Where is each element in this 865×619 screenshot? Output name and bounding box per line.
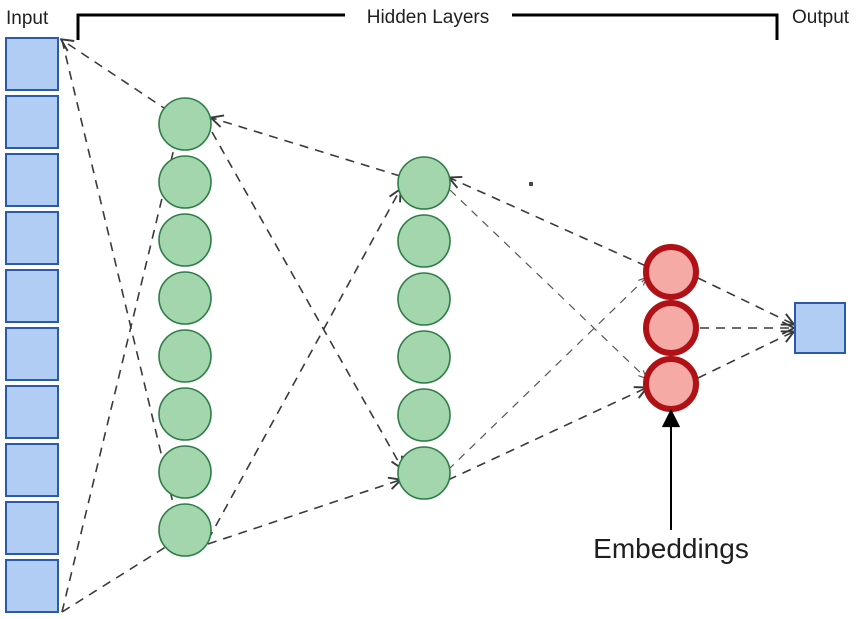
hidden-layers-bracket <box>76 13 779 40</box>
edge-hidden2-5-embed-2 <box>447 388 646 481</box>
input-node[interactable] <box>5 37 59 91</box>
edge-embed-2-output <box>697 332 793 379</box>
input-node[interactable] <box>5 95 59 149</box>
edges-hidden1-to-hidden2 <box>207 118 402 545</box>
edge-hidden1-7-hidden2-0 <box>207 190 400 541</box>
hidden-node[interactable] <box>158 329 212 383</box>
hidden-layers-label: Hidden Layers <box>367 7 490 28</box>
edge-embed-0-output <box>697 277 793 324</box>
input-layer <box>5 37 59 613</box>
input-node[interactable] <box>5 559 59 613</box>
embedding-layer <box>643 244 699 412</box>
edge-hidden2-0-embed-2 <box>449 189 646 378</box>
edges-embeddings-to-output <box>697 277 793 379</box>
edge-hidden2-5-embed-0 <box>447 278 646 471</box>
edge-hidden1-7-hidden2-5 <box>207 480 400 545</box>
hidden-layer-2 <box>397 156 451 500</box>
output-node[interactable] <box>794 302 846 354</box>
hidden-node[interactable] <box>158 387 212 441</box>
hidden-node[interactable] <box>158 97 212 151</box>
edges-hidden2-to-embeddings <box>447 178 647 481</box>
embedding-node[interactable] <box>643 300 699 356</box>
hidden-layer-1 <box>158 97 212 557</box>
bracket-right-segment <box>512 13 779 40</box>
edge-hidden1-0-hidden2-5 <box>211 131 402 468</box>
hidden-node[interactable] <box>158 445 212 499</box>
input-node[interactable] <box>5 327 59 381</box>
hidden-node[interactable] <box>397 214 451 268</box>
edge-input9-hidden1-7 <box>61 538 180 613</box>
hidden-node[interactable] <box>158 271 212 325</box>
hidden-node[interactable] <box>158 503 212 557</box>
input-node[interactable] <box>5 501 59 555</box>
embedding-node[interactable] <box>643 356 699 412</box>
input-node[interactable] <box>5 153 59 207</box>
hidden-node[interactable] <box>158 213 212 267</box>
edge-input0-hidden1-7 <box>61 39 178 524</box>
hidden-node[interactable] <box>397 446 451 500</box>
input-layer-label: Input <box>6 8 49 29</box>
input-node[interactable] <box>5 269 59 323</box>
embedding-node[interactable] <box>643 244 699 300</box>
embeddings-callout-label: Embeddings <box>593 533 749 564</box>
bracket-left-segment <box>76 13 345 40</box>
input-node[interactable] <box>5 385 59 439</box>
edge-hidden2-0-embed-0 <box>450 178 647 267</box>
hidden-node[interactable] <box>158 155 212 209</box>
stray-mark <box>529 182 533 186</box>
edge-hidden1-0-hidden2-0 <box>212 118 401 177</box>
hidden-node[interactable] <box>397 388 451 442</box>
output-layer <box>794 302 846 354</box>
hidden-node[interactable] <box>397 156 451 210</box>
edge-input0-hidden1-0 <box>62 40 183 121</box>
hidden-node[interactable] <box>397 272 451 326</box>
embeddings-callout: Embeddings <box>593 408 749 564</box>
input-node[interactable] <box>5 443 59 497</box>
hidden-node[interactable] <box>397 330 451 384</box>
edge-input9-hidden1-0 <box>61 132 178 613</box>
input-node[interactable] <box>5 211 59 265</box>
output-layer-label: Output <box>792 7 850 28</box>
edges-input-to-hidden1 <box>61 39 183 613</box>
